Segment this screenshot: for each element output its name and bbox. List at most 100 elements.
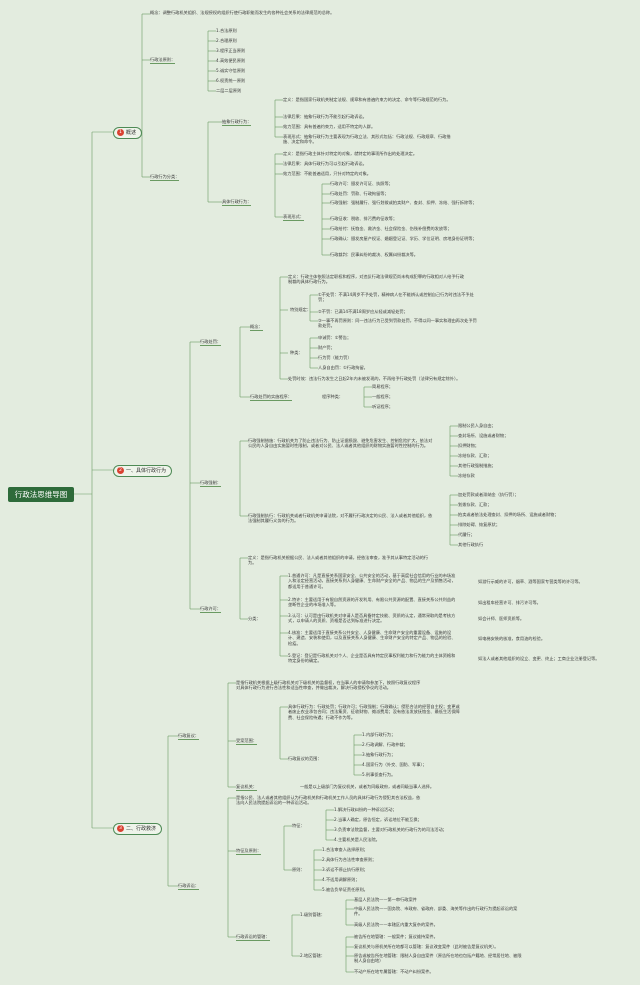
form-item: 行政给付：抚恤金、救济金、社会保险金、伤残补偿费的发放等；: [330, 226, 452, 231]
penalty-type: 财产罚；: [318, 345, 335, 350]
area-item: 被告所在地管辖：一般案件；复议维持案件。: [354, 934, 438, 939]
force-measure-item: 限制公民人身自由；: [458, 423, 496, 428]
license-example: 如会计师、医师资质等。: [478, 616, 525, 621]
number-badge: 1: [117, 129, 124, 136]
concrete-item: 效力范围：不能普遍适用，只针对特定的对象。: [283, 171, 371, 176]
penalty-types-label: 种类：: [290, 350, 303, 355]
form-item: 行政征收：税收、排污费的征收等；: [330, 216, 398, 221]
abstract-act-label: 抽象行政行为：: [222, 119, 252, 126]
root-node-title[interactable]: 行政法思维导图: [8, 487, 74, 502]
form-item: 行政处罚：罚款、行政拘留等；: [330, 191, 389, 196]
principle-item: 2.合理原则: [216, 38, 237, 43]
area-item: 不动产所在地专属管辖：不动产纠纷案件。: [354, 969, 434, 974]
license-label: 行政许可：: [200, 606, 221, 613]
scope-exclusion-item: 3.抽象行政行为；: [362, 752, 396, 757]
procedure-kind-label: 程序种类：: [322, 394, 343, 399]
abstract-item: 表现形式：抽象行政行为主要表现为行政立法、其形式包括：行政法规、行政规章、行政措…: [283, 134, 451, 145]
license-type: 4.核准：主要适用于直接关系公共安全、人身健康、生命财产安全的重要设备、设施的设…: [288, 630, 456, 646]
scope-exclusion-label: 行政复议的范围：: [288, 756, 322, 761]
force-measure-item: 扣押财物；: [458, 443, 479, 448]
penalty-type: 行为罚（能力罚）: [318, 355, 352, 360]
license-type: 2.特许：主要适用于有限自然资源的开发利用、有限公共资源的配置、直接关系公共利益…: [288, 597, 456, 608]
force-exec-item: 其他行政执行: [458, 542, 484, 547]
penalty-def: 定义：行政主体依照法定职权和程序，对违反行政法律规范尚未构成犯罪的行政相对人给予…: [288, 274, 464, 285]
level-item: 中级人民法院——国务院、市政府、省政府、部委、海关等作出的行政行为提起诉讼的案件…: [354, 906, 518, 917]
litigation-def: 是指公民、法人或者其他组织认为行政机关和行政机关工作人员的具体行政行为侵犯其合法…: [236, 795, 421, 806]
license-type: 3.认可：认可是由行政机关对申请人是否具备特定技能、资质的认定，通常采取的是考核…: [288, 613, 456, 624]
penalty-type: 申诫罚：①警告；: [318, 335, 352, 340]
abstract-def: 定义：是指国家行政机关制定法规、规章和有普遍约束力的决定、命令等行政规范的行为。: [283, 97, 451, 102]
level-jurisdiction-label: 1.级别管辖：: [300, 912, 325, 917]
scope-exclusion-item: 1.内部行政行为；: [362, 732, 396, 737]
branch-label: 一、具体行政行为: [126, 468, 167, 474]
level-item: 基层人民法院——第一审行政案件: [354, 897, 417, 902]
scope-exclusion-item: 4.国家行为（外交、国防、军事）；: [362, 762, 427, 767]
area-jurisdiction-label: 2.地区管辖：: [300, 953, 325, 958]
penalty-concept-label: 概念：: [250, 324, 263, 331]
principle-item: 二层二层原则: [216, 88, 242, 93]
branch-label: 二、行政救济: [126, 826, 157, 832]
feature-item: 4.主要机关是人民法院。: [334, 837, 380, 842]
review-organ: 一般是以上级部门为复议机关，或者为同级政府，或者同级当事人选择。: [300, 784, 435, 789]
principle-item: 5.诚实守信原则: [216, 68, 246, 73]
force-measure-item: 冻结存款、汇款；: [458, 453, 492, 458]
jurisdiction-label: 行政诉讼的管辖：: [236, 934, 270, 941]
principle-item: 2.具体行为合法性审查原则；: [322, 857, 377, 862]
force-measure-item: 查封场所、设施或者财物；: [458, 433, 509, 438]
area-item: 原告或被告所在地管辖：限制人身自由案件（原告所在地也包括户籍地、经常居住地、被限…: [354, 953, 522, 964]
number-badge: 2: [117, 467, 124, 474]
penalty-procedure-label: 行政处罚的实施程序：: [250, 394, 292, 401]
feature-item: 2.当事人确定，原告恒定，诉讼地位不能互换；: [334, 817, 422, 822]
force-exec-item: 加处罚款或者滞纳金（执行罚）；: [458, 492, 519, 497]
principle-item: 1.合法原则: [216, 28, 237, 33]
form-item: 行政确认：颁发房屋产权证、婚姻登记证、学历、学位证明、房地身份证明等；: [330, 236, 477, 241]
form-item: 行政强制：强制履行、强行划拨或拍卖财产、查封、扣押、冻结、强行拆除等；: [330, 200, 477, 205]
level-item: 高级人民法院——本辖区内重大复杂的案件。: [354, 922, 438, 927]
license-example: 如电梯安装的核准，食用油的检验。: [478, 636, 546, 641]
license-type: 5.登记：登记是行政机关对个人、企业是否具有特定民事权利能力和行为能力的主体资格…: [288, 653, 456, 664]
liability-item: ①不处罚：不满14周岁不予处罚，精神病人在不能辨认或控制自己行为时违法不予处罚；: [318, 292, 474, 303]
principle-item: 4.不适用调解原则；: [322, 877, 360, 882]
force-exec-item: 排除妨碍、恢复原状；: [458, 522, 500, 527]
review-def: 是指行政机关根据上级行政机关对下级机关的监督权，在当事人的申请和参加下，按照行政…: [236, 680, 421, 691]
features-b-label: 原则：: [292, 867, 305, 872]
liability-item: ②不罚：已满14不满18周岁应从轻或减轻处罚；: [318, 309, 408, 314]
abstract-item: 效力范围：具有普遍约束力，适用不特定的人群。: [283, 124, 376, 129]
principle-item: 5.被告负举证责任原则。: [322, 887, 368, 892]
scope-exclusion-item: 2.行政调解、行政仲裁；: [362, 742, 408, 747]
penalty-label: 行政处罚：: [200, 339, 221, 346]
procedure-item: 一般程序；: [372, 394, 393, 399]
license-def: 定义：是指行政机关根据公民、法人或者其他组织的申请，经依法审查，准予其从事特定活…: [248, 555, 429, 566]
force-label: 行政强制：: [200, 480, 221, 487]
concrete-act-label: 具体行政行为：: [222, 199, 252, 206]
penalty-time-limit: 处罚时效：违法行为发生之日起2年内未被发现的，不再给予行政处罚（法律另有规定除外…: [288, 376, 461, 381]
force-measure: 行政强制措施：行政机关为了防止违法行为、防止证据损毁、避免危害发生、控制危险扩大…: [248, 438, 433, 449]
license-example: 如游行示威的许可，烟草、酒等国家专营类等的许可等。: [478, 579, 583, 584]
license-type: 1.普通许可：凡是直接关系国家安全、公共安全的活动，基于高度社会信用的行业的市场…: [288, 573, 456, 589]
abstract-item: 法律后果：抽象行政行为不能引起行政诉讼。: [283, 114, 367, 119]
license-example: 如出租车经营许可、排污许可等。: [478, 600, 541, 605]
license-example: 如法人或者其他组织的设立、变更、终止；工商企业注册登记等。: [478, 656, 600, 661]
force-measure-item: 其他行政强制措施；: [458, 463, 496, 468]
principle-item: 4.高效便民原则: [216, 58, 246, 63]
concrete-def: 定义：是指行政主体针对特定的对象，就特定的事项所作出的处理决定。: [283, 151, 418, 156]
features-a-label: 特征：: [292, 823, 305, 828]
concrete-item: 法律后果：具体行政行为可以引起行政诉讼。: [283, 161, 367, 166]
force-exec: 行政强制执行：行政机关或者行政机关申请法院，对不履行行政决定的公民、法人或者其他…: [248, 513, 433, 524]
overview-concept: 概念：调整行政机关组织、法规授权的组织行使行政职能而发生的各种社会关系的法律规范…: [150, 10, 335, 15]
force-exec-item: 代履行；: [458, 532, 475, 537]
liability-item: ③一事不再罚原则：同一违法行为已受到罚款处罚，不得以同一事实和理由再次处予罚款处…: [318, 318, 477, 329]
procedure-item: 听证程序；: [372, 404, 393, 409]
license-class-label: 分类：: [248, 616, 261, 621]
force-exec-item: 划拨存款、汇款；: [458, 502, 492, 507]
number-badge: 3: [117, 825, 124, 832]
area-item: 复议机关与原机关所在地都可以管辖：复议改变案件（此时被告是复议机关）。: [354, 944, 499, 949]
form-item: 行政裁判：民事纠纷的裁决、权属纠纷裁决等。: [330, 252, 418, 257]
feature-item: 3.负责审法院监督，主要对行政机关的行政行为的司法活动；: [334, 827, 447, 832]
principle-item: 3.诉讼不停止执行原则；: [322, 867, 368, 872]
form-item: 行政许可：颁发许可证、执照等；: [330, 181, 393, 186]
